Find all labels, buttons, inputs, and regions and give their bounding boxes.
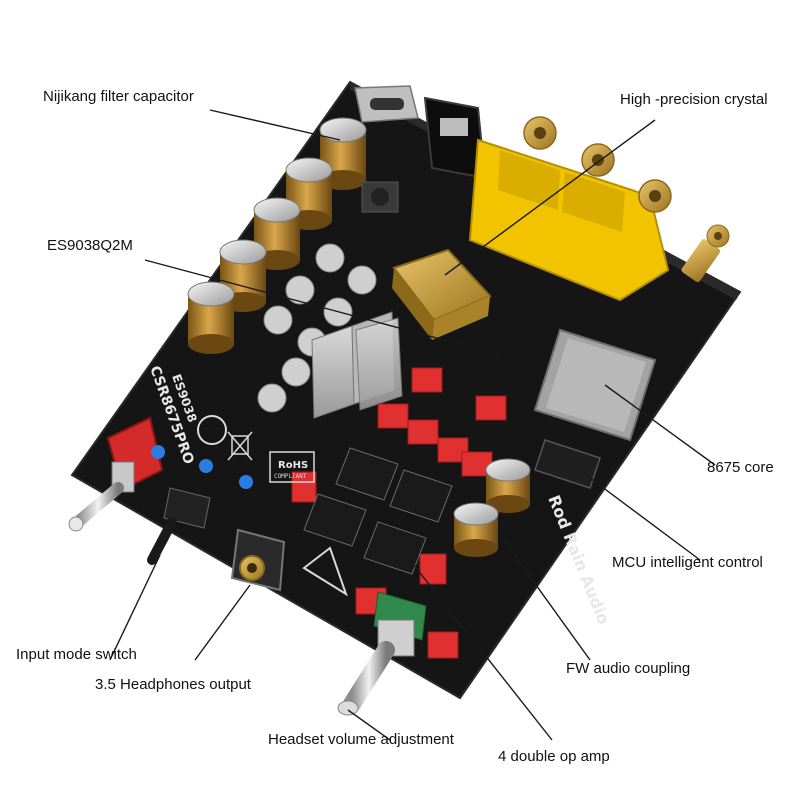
gray-relays	[311, 311, 403, 419]
recycle-logo	[197, 415, 227, 445]
input-mode-switch	[68, 416, 164, 532]
usb-c-port	[354, 85, 419, 123]
esd-symbol	[302, 546, 348, 597]
rohs-text: RoHS	[278, 460, 308, 471]
callout-mcu: MCU intelligent control	[612, 554, 763, 571]
switch-lever	[147, 487, 211, 565]
leader-lines	[109, 109, 716, 741]
filter-capacitors	[187, 117, 367, 354]
callout-input-switch: Input mode switch	[16, 646, 137, 663]
core-module	[533, 328, 657, 442]
weee-logo	[227, 431, 253, 461]
callout-fw-coupling: FW audio coupling	[566, 660, 691, 677]
callout-crystal: High -precision crystal	[620, 91, 768, 108]
callout-filter-capacitor: Nijikang filter capacitor	[43, 88, 194, 105]
antenna-connector	[681, 224, 730, 283]
compliant-text: COMPLIANT	[274, 473, 307, 480]
callout-dac-chip: ES9038Q2M	[47, 237, 133, 254]
callout-headphones-output: 3.5 Headphones output	[95, 676, 251, 693]
volume-potentiometer	[337, 591, 427, 716]
rohs-mark: RoHS COMPLIANT	[269, 451, 315, 483]
mcu-chip	[534, 439, 601, 489]
headphone-jack	[230, 528, 286, 592]
crystal-oscillator	[392, 248, 492, 340]
callout-op-amp: 4 double op amp	[498, 748, 610, 765]
callout-core: 8675 core	[707, 459, 774, 476]
optical-port	[423, 96, 487, 180]
callout-volume: Headset volume adjustment	[268, 731, 454, 748]
coupling-capacitors	[453, 458, 531, 557]
status-leds	[151, 445, 253, 489]
